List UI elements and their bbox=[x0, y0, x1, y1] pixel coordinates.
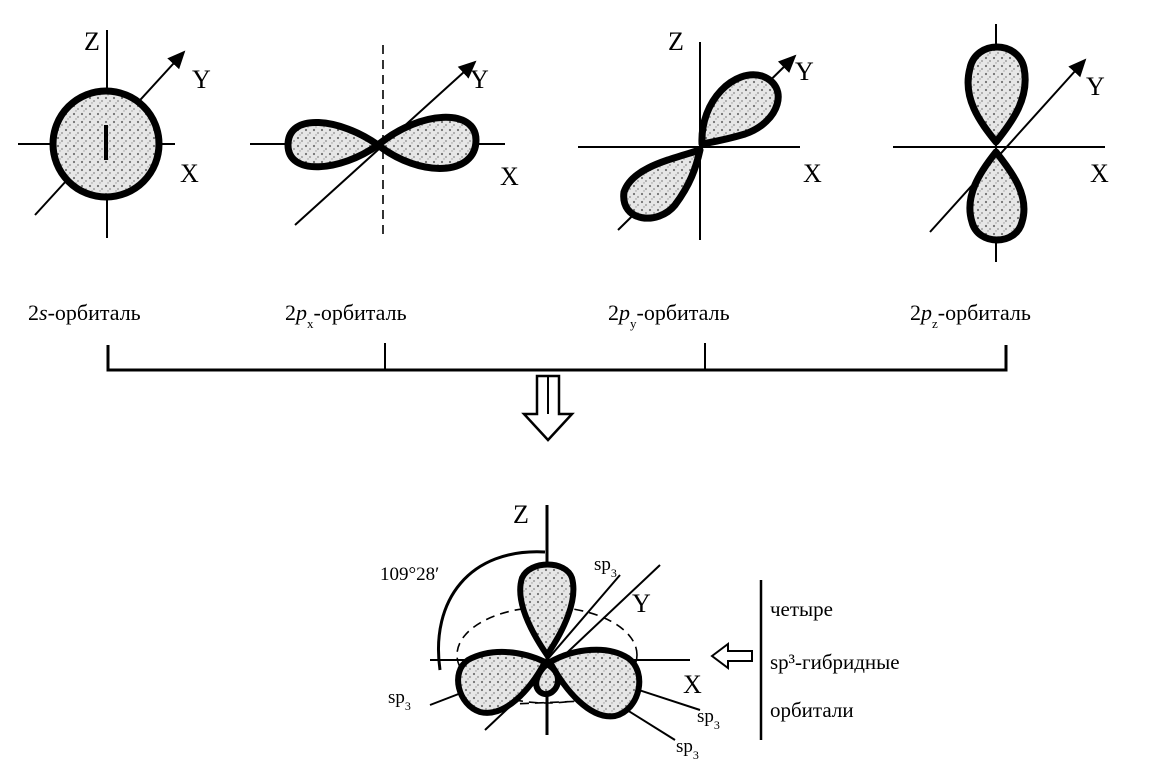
z-axis-label: Z bbox=[513, 500, 529, 529]
orbital-2px: Y X bbox=[250, 45, 519, 240]
x-axis-label: X bbox=[180, 159, 199, 188]
legend-line-1: четыре bbox=[770, 597, 833, 621]
py-upper-lobe bbox=[698, 71, 782, 148]
y-axis bbox=[929, 58, 1087, 233]
sp3-label-top: sp3 bbox=[594, 554, 617, 580]
caption-2py: 2py-орбиталь bbox=[608, 300, 730, 331]
y-axis-label: Y bbox=[795, 57, 814, 86]
x-axis-label: X bbox=[1090, 159, 1109, 188]
sp-lobe-axis-top-right bbox=[546, 574, 621, 661]
sp3-hybrid-orbital: Z Y X 109°28′ sp3 sp3 sp3 sp3 bbox=[380, 500, 720, 762]
pz-lower-lobe bbox=[966, 148, 1028, 244]
sp3-lobe-left bbox=[455, 649, 550, 716]
caption-2pz: 2pz-орбиталь bbox=[910, 300, 1031, 331]
bond-angle-label: 109°28′ bbox=[380, 564, 439, 585]
x-axis-label: X bbox=[500, 162, 519, 191]
sp3-lobe-back bbox=[533, 660, 562, 698]
sp3-lobe-right bbox=[545, 646, 643, 720]
sp3-label-bottom: sp3 bbox=[676, 736, 699, 762]
pz-upper-lobe bbox=[964, 43, 1029, 146]
angle-arc bbox=[437, 550, 546, 671]
caption-2s: 2s-орбиталь bbox=[28, 300, 141, 325]
orbital-2py: Z Y X bbox=[578, 27, 822, 240]
y-axis-label: Y bbox=[632, 589, 651, 618]
x-axis-label: X bbox=[683, 670, 702, 699]
z-axis-label: Z bbox=[668, 27, 684, 56]
px-right-lobe bbox=[374, 113, 480, 172]
sp3-label-left: sp3 bbox=[388, 687, 411, 713]
py-lower-lobe bbox=[620, 146, 704, 222]
y-axis-label: Y bbox=[1086, 72, 1105, 101]
y-axis-label: Y bbox=[470, 65, 489, 94]
orbital-2pz: Y X bbox=[893, 24, 1109, 262]
y-axis-label: Y bbox=[192, 65, 211, 94]
px-left-lobe bbox=[284, 119, 382, 171]
orbital-captions: 2s-орбиталь 2px-орбиталь 2py-орбиталь 2p… bbox=[28, 300, 1031, 331]
orbital-2s: Z Y X bbox=[18, 27, 211, 238]
legend-line-2: sp³-гибридные bbox=[770, 650, 900, 674]
sp3-label-right: sp3 bbox=[697, 706, 720, 732]
sp3-lobe-upper bbox=[517, 561, 577, 661]
x-axis-label: X bbox=[803, 159, 822, 188]
legend-line-3: орбитали bbox=[770, 698, 854, 722]
left-arrow-icon bbox=[710, 642, 753, 670]
z-axis-label: Z bbox=[84, 27, 100, 56]
combining-bracket bbox=[106, 343, 1008, 372]
caption-2px: 2px-орбиталь bbox=[285, 300, 407, 331]
